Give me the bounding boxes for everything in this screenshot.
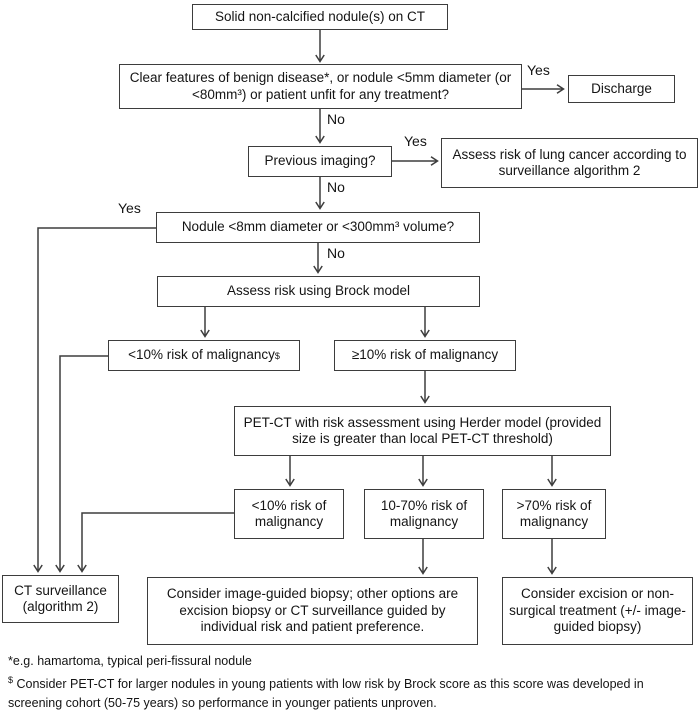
footnote-dollar-text: Consider PET-CT for larger nodules in yo… — [8, 677, 644, 710]
node-petct-herder: PET-CT with risk assessment using Herder… — [234, 406, 611, 456]
edge-label-yes-imaging: Yes — [404, 133, 427, 149]
edge-label-no-size: No — [327, 245, 345, 261]
edge-label-no-benign: No — [327, 111, 345, 127]
footnote-asterisk-text: e.g. hamartoma, typical peri-fissural no… — [12, 654, 252, 668]
node-herder-mid-risk: 10-70% risk of malignancy — [364, 489, 484, 539]
node-benign-question: Clear features of benign disease*, or no… — [119, 64, 522, 109]
node-size-question: Nodule <8mm diameter or <300mm³ volume? — [156, 212, 480, 243]
node-brock-model: Assess risk using Brock model — [157, 276, 480, 307]
brock-low-risk-label: <10% risk of malignancy — [128, 347, 275, 363]
node-surveillance-algorithm-2: Assess risk of lung cancer according to … — [441, 138, 698, 188]
edge-label-no-imaging: No — [327, 179, 345, 195]
footnote-asterisk-marker: * — [8, 654, 13, 668]
footnote-dollar-marker: $ — [8, 675, 14, 685]
node-ct-surveillance: CT surveillance (algorithm 2) — [2, 575, 119, 623]
node-herder-high-risk: >70% risk of malignancy — [502, 489, 606, 539]
node-brock-low-risk: <10% risk of malignancy$ — [108, 340, 300, 371]
node-brock-high-risk: ≥10% risk of malignancy — [334, 340, 516, 371]
node-herder-low-risk: <10% risk of malignancy — [234, 489, 344, 539]
node-image-guided-biopsy: Consider image-guided biopsy; other opti… — [147, 577, 478, 645]
footnote-petct-young-patients: $ Consider PET-CT for larger nodules in … — [8, 674, 672, 713]
node-start: Solid non-calcified nodule(s) on CT — [192, 4, 448, 30]
node-previous-imaging: Previous imaging? — [248, 146, 392, 177]
edge-label-yes-discharge: Yes — [527, 62, 550, 78]
footnote-benign-examples: *e.g. hamartoma, typical peri-fissural n… — [8, 652, 688, 671]
edge-label-yes-size: Yes — [118, 200, 141, 216]
node-excision-treatment: Consider excision or non-surgical treatm… — [502, 577, 693, 645]
node-discharge: Discharge — [568, 75, 675, 103]
